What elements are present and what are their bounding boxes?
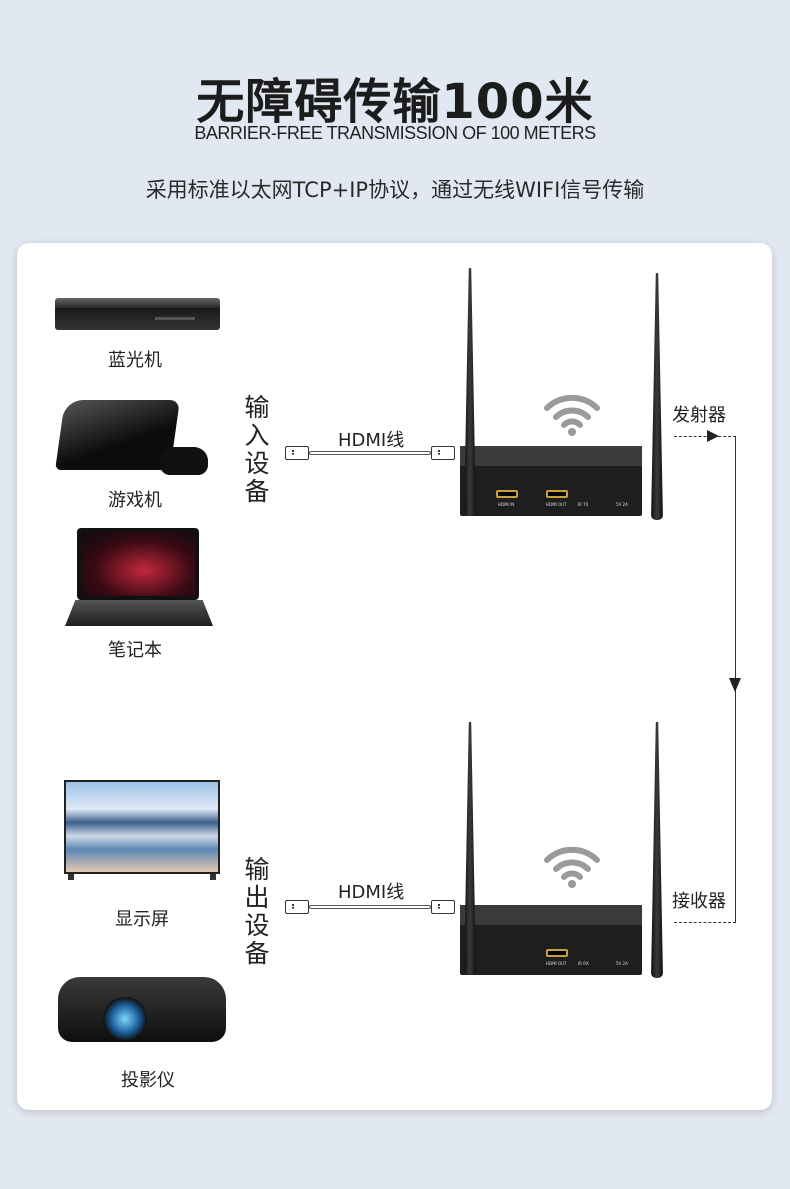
transmitter-device: HDMI IN HDMI OUT IR TX 5V 2A [460,268,670,520]
projector-icon [58,965,226,1050]
tv-icon [64,780,220,880]
wifi-icon [544,846,600,888]
arrow-down-icon [729,678,741,692]
diagram-card [17,243,772,1110]
device-label: 显示屏 [115,909,169,930]
antenna-icon [651,722,663,978]
port-label: HDMI OUT [546,961,567,966]
device-label: 笔记本 [108,640,162,661]
signal-path [674,436,736,437]
antenna-icon [651,273,663,520]
laptop-icon [65,528,213,628]
hdmi-cable-label: HDMI线 [338,430,405,451]
output-devices-label: 输出设备 [244,855,270,968]
device-label: 投影仪 [121,1070,175,1091]
hdmi-cable-icon [285,446,460,462]
wifi-icon [544,394,600,436]
page-subtitle: BARRIER-FREE TRANSMISSION OF 100 METERS [194,123,596,143]
bluray-player-icon [55,298,220,332]
device-label: 蓝光机 [108,350,162,371]
page-description: 采用标准以太网TCP+IP协议，通过无线WIFI信号传输 [145,178,645,202]
page-title: 无障碍传输100米 [196,74,594,130]
hdmi-cable-icon [285,900,460,916]
port-label: HDMI OUT [546,502,567,507]
port-label: 5V 2A [616,961,628,966]
port-label: 5V 2A [616,502,628,507]
port-label: IR RX [578,961,589,966]
game-console-icon [55,395,210,480]
antenna-icon [464,722,476,975]
hdmi-cable-label: HDMI线 [338,882,405,903]
antenna-icon [464,268,476,516]
receiver-label: 接收器 [672,891,726,912]
transmitter-label: 发射器 [672,405,726,426]
receiver-device: HDMI OUT IR RX 5V 2A [460,722,670,978]
port-label: IR TX [578,502,589,507]
arrow-right-icon [707,430,719,442]
device-label: 游戏机 [108,490,162,511]
input-devices-label: 输入设备 [244,393,270,506]
port-label: HDMI IN [498,502,515,507]
signal-path [674,922,736,923]
